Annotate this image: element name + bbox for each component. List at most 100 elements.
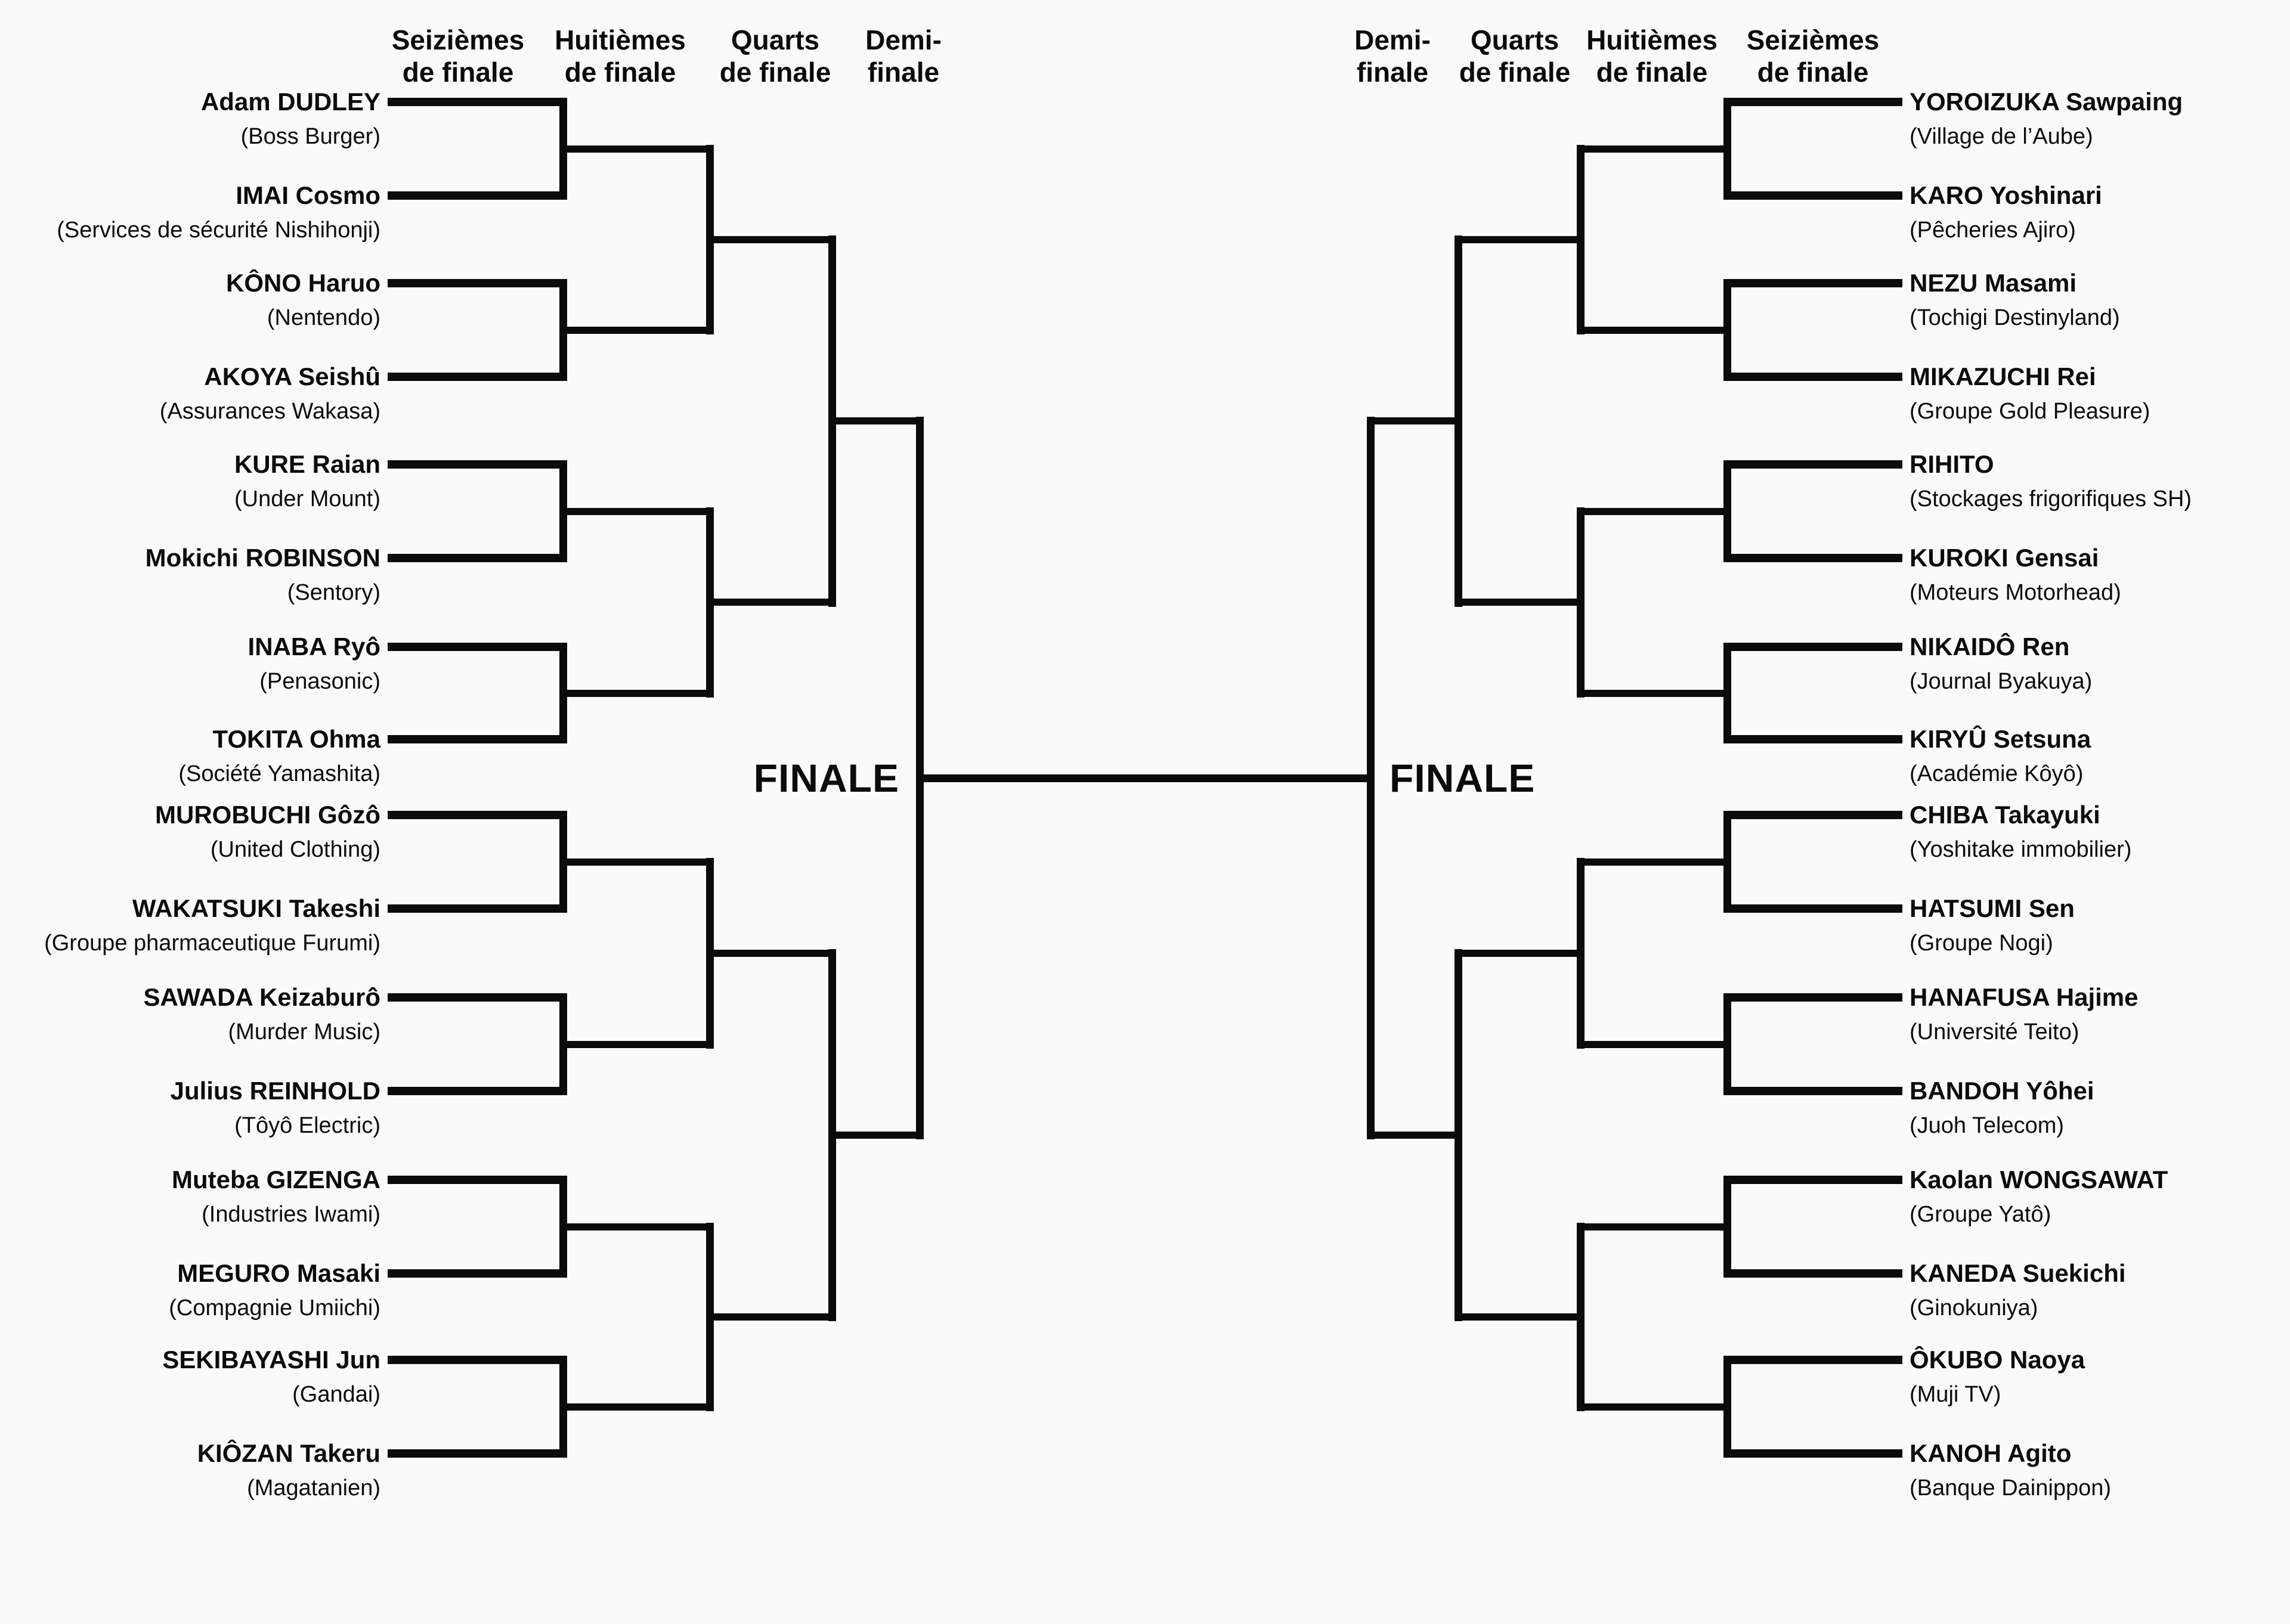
competitor-org: (Nentendo) xyxy=(267,305,380,330)
round-header-line: de finale xyxy=(1757,57,1869,88)
competitor: BANDOH Yôhei (Juoh Telecom) xyxy=(1910,1076,2279,1140)
competitor: HATSUMI Sen (Groupe Nogi) xyxy=(1910,894,2279,958)
competitor-org: (Magatanien) xyxy=(247,1476,380,1501)
competitor-name: RIHITO xyxy=(1910,450,1994,478)
competitor-name: MIKAZUCHI Rei xyxy=(1910,362,2096,390)
competitor-org: (Académie Kôyô) xyxy=(1910,761,2084,786)
competitor: HANAFUSA Hajime (Université Teito) xyxy=(1910,983,2279,1047)
competitor-name: NEZU Masami xyxy=(1910,269,2077,297)
competitor-line xyxy=(1727,460,1902,469)
competitor-line xyxy=(388,1449,563,1458)
round-header-line: Quarts xyxy=(1470,24,1559,55)
competitor-org: (Industries Iwami) xyxy=(202,1202,380,1227)
round-header-right-quarts: Quarts de finale xyxy=(1395,24,1634,88)
competitor-org: (Sentory) xyxy=(287,580,380,605)
huitiemes-feeder-line xyxy=(1580,1403,1727,1411)
competitor-org: (Murder Music) xyxy=(228,1019,380,1045)
quarts-feeder-line xyxy=(1458,599,1580,606)
competitor-line xyxy=(388,643,563,651)
competitor-line xyxy=(388,1356,563,1364)
competitor-line xyxy=(1727,279,1902,287)
competitor-org: (United Clothing) xyxy=(210,837,380,862)
round-header-line: Seizièmes xyxy=(391,24,525,55)
competitor-name: IMAI Cosmo xyxy=(236,181,380,209)
competitor: KIÔZAN Takeru (Magatanien) xyxy=(11,1439,380,1503)
pair-connector xyxy=(1723,279,1731,381)
competitor-org: (Tochigi Destinyland) xyxy=(1910,305,2120,330)
huitiemes-feeder-line xyxy=(563,1403,710,1411)
competitor-org: (Journal Byakuya) xyxy=(1910,669,2093,694)
round-header-line: Quarts xyxy=(731,24,820,55)
quarts-feeder-line xyxy=(710,950,832,957)
competitor-line xyxy=(1727,811,1902,819)
huitiemes-connector xyxy=(1577,507,1585,698)
competitor-line xyxy=(1727,643,1902,651)
competitor-name: NIKAIDÔ Ren xyxy=(1910,633,2070,661)
competitor-org: (Yoshitake immobilier) xyxy=(1910,837,2132,862)
competitor-name: TOKITA Ohma xyxy=(212,725,380,753)
competitor-name: KÔNO Haruo xyxy=(225,269,380,297)
competitor-org: (Pêcheries Ajiro) xyxy=(1910,218,2076,243)
huitiemes-feeder-line xyxy=(563,859,710,866)
huitiemes-feeder-line xyxy=(563,327,710,334)
huitiemes-feeder-line xyxy=(1580,690,1727,697)
competitor-name: SAWADA Keizaburô xyxy=(143,983,380,1011)
competitor-line xyxy=(1727,1449,1902,1458)
round-header-left-demi: Demi- finale xyxy=(784,24,1023,88)
competitor: KIRYÛ Setsuna (Académie Kôyô) xyxy=(1910,724,2279,789)
competitor-org: (Banque Dainippon) xyxy=(1910,1476,2112,1501)
competitor-name: Julius REINHOLD xyxy=(170,1077,380,1105)
competitor-line xyxy=(1727,191,1902,200)
competitor-org: (Under Mount) xyxy=(234,486,380,512)
competitor-org: (Tôyô Electric) xyxy=(234,1113,380,1138)
round-header-line: de finale xyxy=(564,57,676,88)
huitiemes-feeder-line xyxy=(1580,508,1727,515)
competitor: SEKIBAYASHI Jun (Gandai) xyxy=(11,1345,380,1409)
pair-connector xyxy=(1723,643,1731,743)
competitor: KARO Yoshinari (Pêcheries Ajiro) xyxy=(1910,181,2279,245)
competitor-name: KARO Yoshinari xyxy=(1910,181,2102,209)
competitor-org: (Groupe Gold Pleasure) xyxy=(1910,399,2150,424)
competitor-name: Mokichi ROBINSON xyxy=(145,544,380,572)
competitor-name: BANDOH Yôhei xyxy=(1910,1077,2094,1105)
competitor-name: HANAFUSA Hajime xyxy=(1910,983,2139,1011)
competitor-name: Adam DUDLEY xyxy=(200,88,380,116)
competitor: IMAI Cosmo (Services de sécurité Nishiho… xyxy=(11,181,380,245)
competitor-line xyxy=(388,1176,563,1184)
demi-connector xyxy=(1367,417,1375,1139)
huitiemes-feeder-line xyxy=(563,145,710,153)
quarts-connector xyxy=(1455,235,1462,607)
round-header-left-huitiemes: Huitièmes de finale xyxy=(501,24,739,88)
round-header-right-huitiemes: Huitièmes de finale xyxy=(1533,24,1771,88)
demi-feeder-line xyxy=(1370,1132,1458,1139)
competitor-name: KANOH Agito xyxy=(1910,1439,2072,1467)
competitor-line xyxy=(388,191,563,200)
competitor-org: (Assurances Wakasa) xyxy=(159,399,380,424)
competitor-line xyxy=(388,460,563,469)
competitor-org: (Stockages frigorifiques SH) xyxy=(1910,486,2192,512)
quarts-feeder-line xyxy=(710,1313,832,1321)
huitiemes-connector xyxy=(1577,858,1585,1049)
competitor-name: AKOYA Seishû xyxy=(204,362,380,390)
competitor-org: (Compagnie Umiichi) xyxy=(169,1296,380,1321)
competitor: Adam DUDLEY (Boss Burger) xyxy=(11,87,380,151)
competitor-name: MEGURO Masaki xyxy=(177,1259,380,1287)
competitor: RIHITO (Stockages frigorifiques SH) xyxy=(1910,450,2279,514)
competitor: TOKITA Ohma (Société Yamashita) xyxy=(11,724,380,789)
competitor-line xyxy=(388,993,563,1002)
quarts-feeder-line xyxy=(710,599,832,606)
round-header-line: Demi- xyxy=(1354,24,1431,55)
round-header-line: de finale xyxy=(402,57,514,88)
finale-label-left: FINALE xyxy=(753,756,899,800)
quarts-feeder-line xyxy=(710,236,832,243)
competitor: ÔKUBO Naoya (Muji TV) xyxy=(1910,1345,2279,1409)
round-header-right-seiziemes: Seizièmes de finale xyxy=(1694,24,1932,88)
competitor-org: (Muji TV) xyxy=(1910,1382,2001,1407)
competitor: MEGURO Masaki (Compagnie Umiichi) xyxy=(11,1259,380,1323)
competitor-org: (Ginokuniya) xyxy=(1910,1296,2038,1321)
round-header-line: de finale xyxy=(1596,57,1708,88)
competitor-org: (Juoh Telecom) xyxy=(1910,1113,2065,1138)
competitor-org: (Penasonic) xyxy=(259,669,380,694)
competitor: KÔNO Haruo (Nentendo) xyxy=(11,268,380,333)
round-header-line: de finale xyxy=(1459,57,1571,88)
